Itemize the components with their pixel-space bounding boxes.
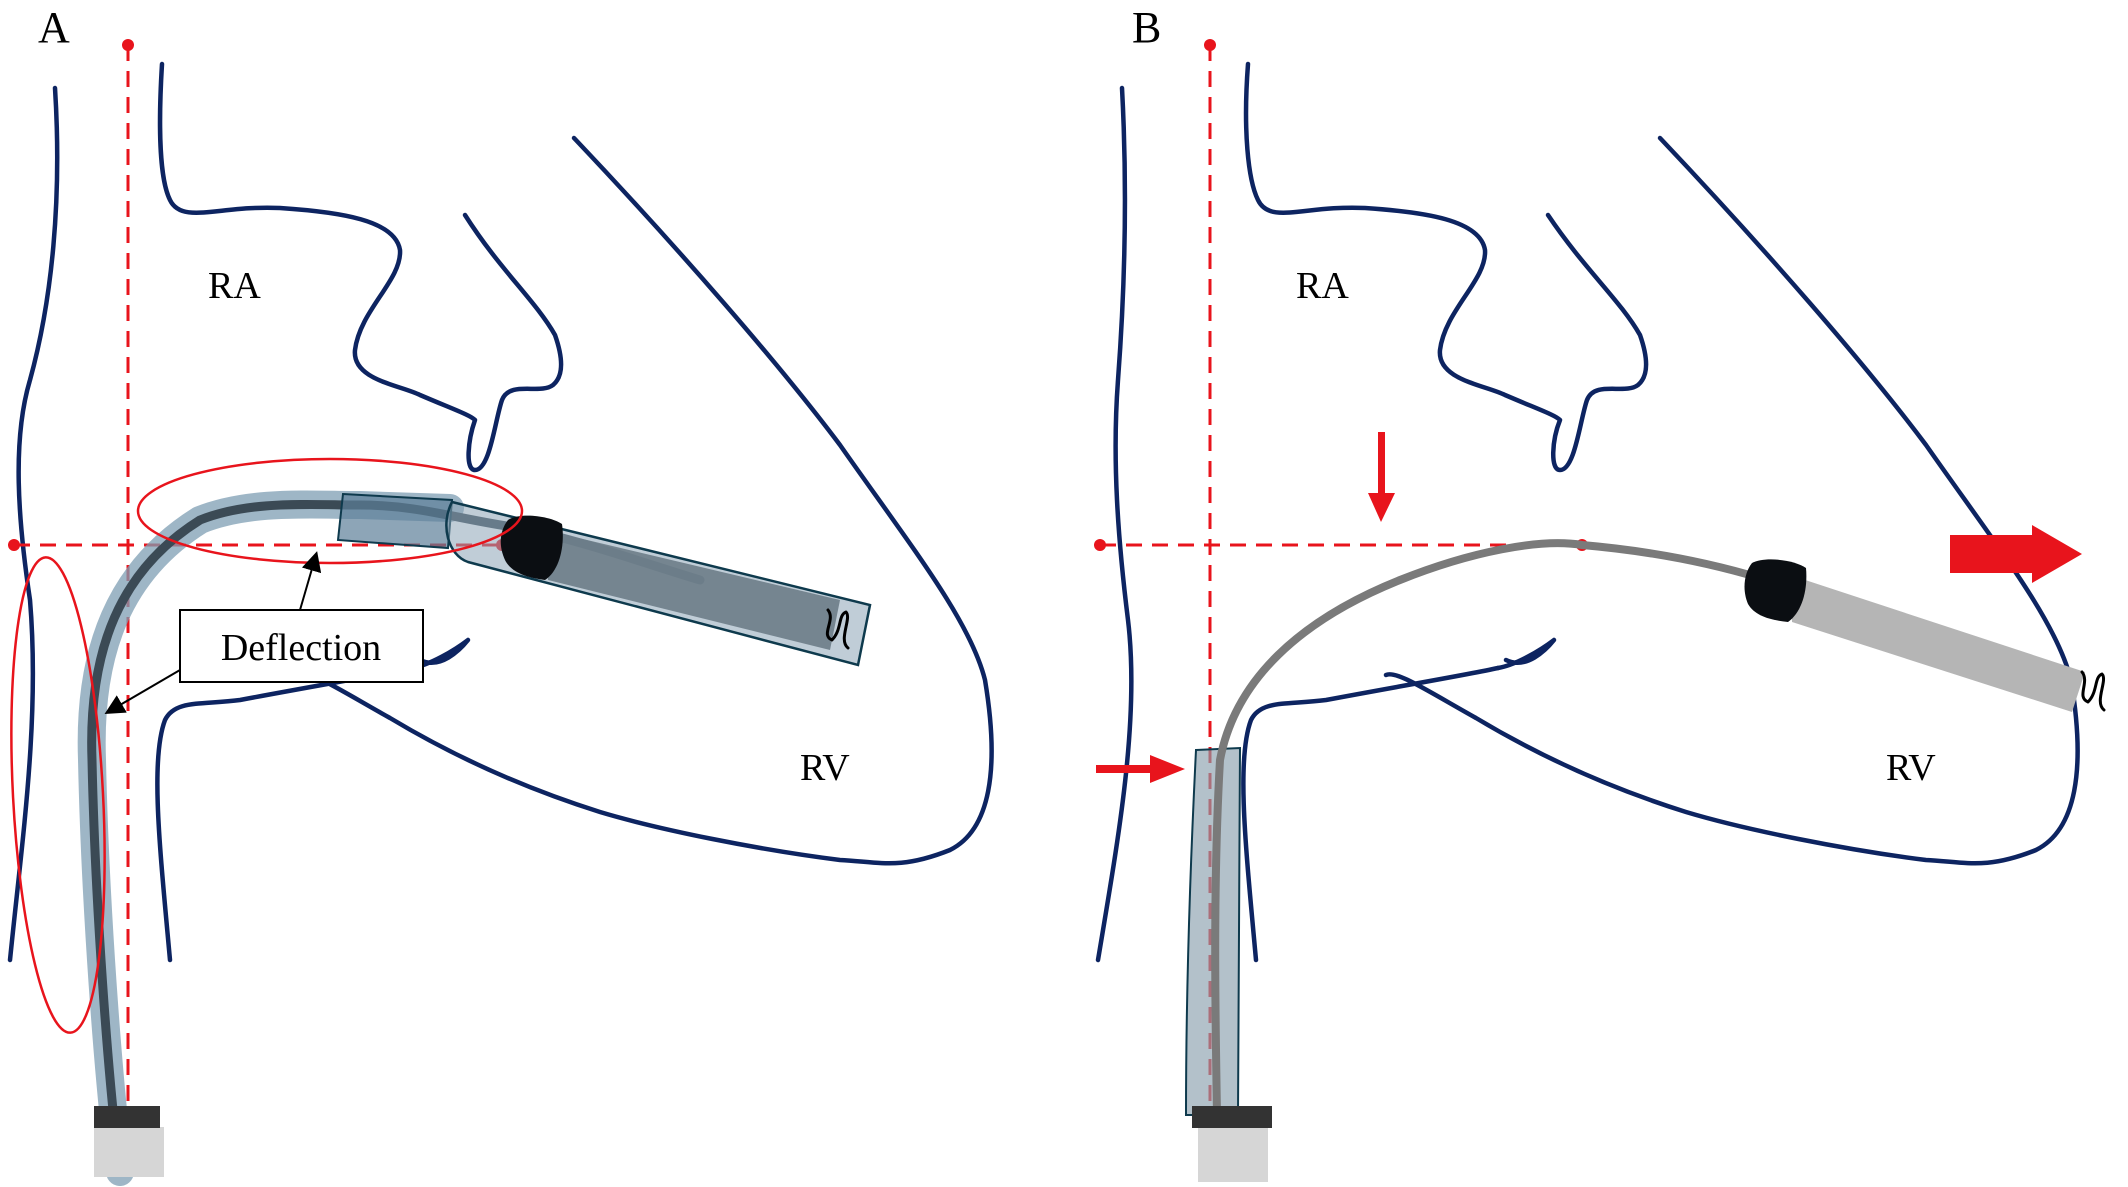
panel-b-ra-label: RA — [1296, 265, 1349, 307]
panel-b-hub-cap — [1192, 1106, 1272, 1128]
panel-b-hub — [1192, 1106, 1272, 1182]
panel-a: A — [7, 3, 994, 1186]
panel-b-guides — [1094, 39, 1588, 1122]
right-arrow-icon — [1096, 755, 1185, 783]
panel-a-callout-arrow-lower — [104, 669, 181, 715]
panel-b-rv-label: RV — [1886, 747, 1936, 789]
panel-b-pacing-lead — [1211, 539, 1764, 1176]
panel-b-lead-capsule — [1790, 575, 2085, 712]
panel-a-letter: A — [38, 3, 70, 52]
panel-a-guide-dot-top — [122, 39, 134, 51]
panel-a-rv-free-wall — [297, 135, 994, 866]
panel-b: B — [1094, 3, 2106, 1182]
panel-a-deflection-callout: Deflection — [104, 551, 424, 715]
panel-b-push-arrow-head — [1368, 493, 1395, 522]
panel-a-pacing-lead — [87, 499, 705, 1177]
panel-b-push-arrow-shaft — [1378, 432, 1385, 498]
panel-a-ellipse-upper — [136, 457, 524, 565]
panel-a-svc-left-wall — [7, 85, 60, 963]
panel-b-helix-screw-icon — [2080, 670, 2106, 712]
panel-b-rv-free-wall — [1383, 135, 2080, 866]
panel-b-tv-inferior — [1241, 665, 1501, 963]
down-arrow-icon — [1368, 432, 1395, 522]
panel-b-letter: B — [1132, 3, 1161, 52]
panel-a-sheath-tip-segment — [336, 492, 454, 550]
panel-b-septal-leaflet — [1495, 637, 1557, 671]
panel-b-svc-right-wall — [1243, 61, 1649, 473]
panel-a-rv-label: RV — [800, 747, 850, 789]
panel-b-guide-dot-left — [1094, 539, 1106, 551]
panel-a-delivery-sheath — [77, 490, 464, 1186]
panel-a-guides — [8, 39, 508, 1122]
panel-b-side-arrow-head — [1150, 755, 1185, 783]
panel-a-capsule-core — [545, 530, 840, 650]
panel-a-hub-cap — [94, 1106, 160, 1128]
panel-b-lead-body — [1744, 559, 2106, 712]
panel-a-callout-arrow-upper — [299, 551, 322, 611]
panel-a-highlight-ellipses — [10, 457, 524, 1034]
panel-a-callout-box — [179, 609, 424, 683]
panel-a-ellipse-lower — [10, 556, 106, 1034]
panel-a-heart-outline — [7, 61, 994, 963]
panel-a-svc-right-wall — [157, 61, 564, 473]
panel-a-septal-leaflet — [409, 637, 471, 671]
panel-b-hub-body — [1198, 1127, 1268, 1182]
panel-b-guide-dot-top — [1204, 39, 1216, 51]
panel-b-electrode-head — [1744, 559, 1807, 622]
panel-a-ra-label: RA — [208, 265, 261, 307]
panel-a-hub-body — [94, 1127, 164, 1177]
panel-b-force-arrows — [1096, 432, 2082, 783]
panel-a-guide-dot-left — [8, 539, 20, 551]
panel-a-electrode-head — [500, 515, 563, 580]
panel-b-side-arrow-shaft — [1096, 765, 1156, 773]
right-arrow-icon — [1950, 525, 2082, 583]
panel-a-helix-screw-icon — [825, 608, 850, 650]
panel-a-hub — [94, 1106, 164, 1177]
panel-b-thrust-arrow-shaft — [1950, 535, 2038, 573]
panel-b-svc-left-wall — [1095, 85, 1134, 963]
panel-a-lead-body — [336, 492, 872, 667]
panel-b-heart-outline — [1095, 61, 2080, 963]
panel-b-thrust-arrow-head — [2032, 525, 2082, 583]
panel-a-callout-label: Deflection — [221, 627, 381, 669]
panel-a-tv-inferior — [155, 665, 415, 963]
